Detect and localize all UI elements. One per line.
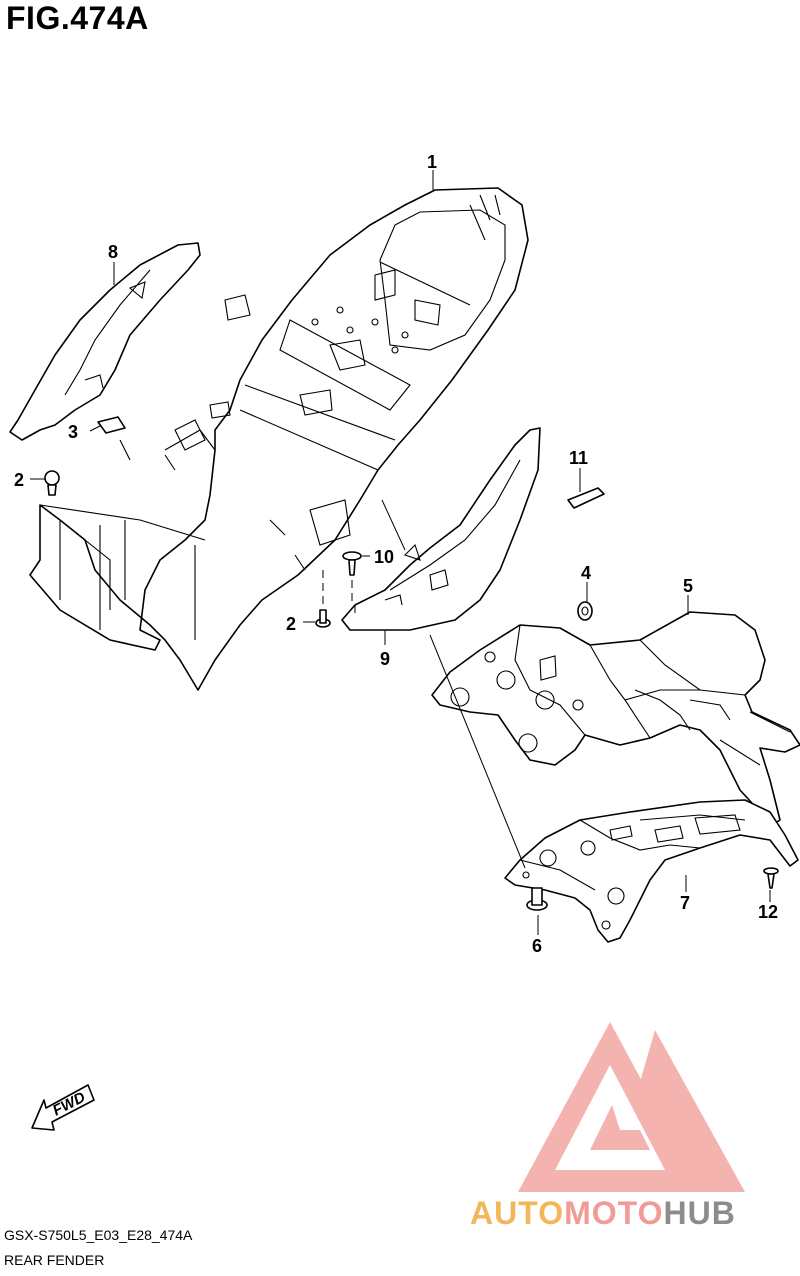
part-9-side-cover xyxy=(341,427,541,631)
callout-12: 12 xyxy=(758,902,778,922)
leader-lines xyxy=(30,170,771,935)
part-7-bracket xyxy=(504,799,799,943)
part-3-pad xyxy=(97,416,126,434)
part-1-rear-frame xyxy=(29,187,529,691)
part-11-foam xyxy=(567,487,605,509)
callout-8: 8 xyxy=(108,242,118,262)
diagram-code: GSX-S750L5_E03_E28_474A xyxy=(4,1227,193,1243)
part-6-grommet xyxy=(526,887,548,911)
figure-title: FIG.474A xyxy=(6,0,149,36)
section-name: REAR FENDER xyxy=(4,1252,105,1268)
callout-10: 10 xyxy=(374,547,394,567)
part-12-screw xyxy=(763,867,779,889)
fwd-label: FWD xyxy=(50,1089,88,1120)
callout-2-lower: 2 xyxy=(286,614,296,634)
brand-hub: HUB xyxy=(663,1195,736,1231)
watermark-logo xyxy=(518,1022,745,1192)
callout-9: 9 xyxy=(380,649,390,669)
callout-11: 11 xyxy=(569,448,588,468)
callout-4: 4 xyxy=(581,563,591,583)
callout-2-upper: 2 xyxy=(14,470,24,490)
watermark-brand: AUTOMOTOHUB xyxy=(470,1195,736,1232)
callouts: 1 2 2 3 4 5 6 7 8 9 10 11 12 xyxy=(14,152,778,956)
part-2-bolt-lower xyxy=(315,609,331,628)
brand-moto: MOTO xyxy=(564,1195,664,1231)
fwd-arrow-icon: FWD xyxy=(31,1084,95,1131)
brand-auto: AUTO xyxy=(470,1195,565,1231)
part-2-bolt-upper xyxy=(44,470,60,496)
part-8-side-cover xyxy=(9,242,201,441)
callout-7: 7 xyxy=(680,893,690,913)
part-5-rear-fender xyxy=(431,611,800,826)
callout-5: 5 xyxy=(683,576,693,596)
part-10-screw xyxy=(342,551,362,576)
part-4-washer xyxy=(577,601,593,621)
callout-3: 3 xyxy=(68,422,78,442)
callout-6: 6 xyxy=(532,936,542,956)
callout-1: 1 xyxy=(427,152,437,172)
